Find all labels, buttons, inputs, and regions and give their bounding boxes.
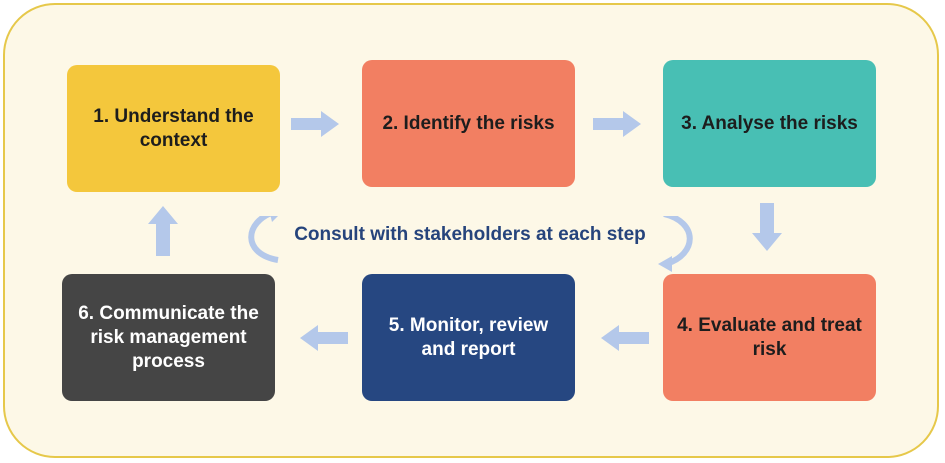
arrow-down-icon	[752, 203, 782, 251]
cycle-arrows-icon	[248, 216, 693, 272]
step-2-box: 2. Identify the risks	[362, 60, 575, 187]
step-5-label: 5. Monitor, review and report	[388, 314, 549, 360]
step-4-box: 4. Evaluate and treat risk	[663, 274, 876, 401]
arrow-left-icon	[601, 325, 649, 351]
arrow-left-icon	[300, 325, 348, 351]
consult-stakeholders-group: Consult with stakeholders at each step	[240, 216, 700, 272]
step-2-label: 2. Identify the risks	[382, 112, 555, 134]
step-6-label: 6. Communicate the risk management proce…	[78, 302, 259, 372]
step-1-box: 1. Understand the context	[67, 65, 280, 192]
step-3-box: 3. Analyse the risks	[663, 60, 876, 187]
step-6-box: 6. Communicate the risk management proce…	[62, 274, 275, 401]
consult-label: Consult with stakeholders at each step	[294, 224, 646, 245]
arrow-up-icon	[148, 206, 178, 256]
step-4-label: 4. Evaluate and treat risk	[677, 314, 862, 360]
step-3-label: 3. Analyse the risks	[681, 112, 858, 134]
arrow-right-icon	[593, 111, 641, 137]
arrow-right-icon	[291, 111, 339, 137]
step-5-box: 5. Monitor, review and report	[362, 274, 575, 401]
step-1-label: 1. Understand the context	[93, 105, 254, 151]
